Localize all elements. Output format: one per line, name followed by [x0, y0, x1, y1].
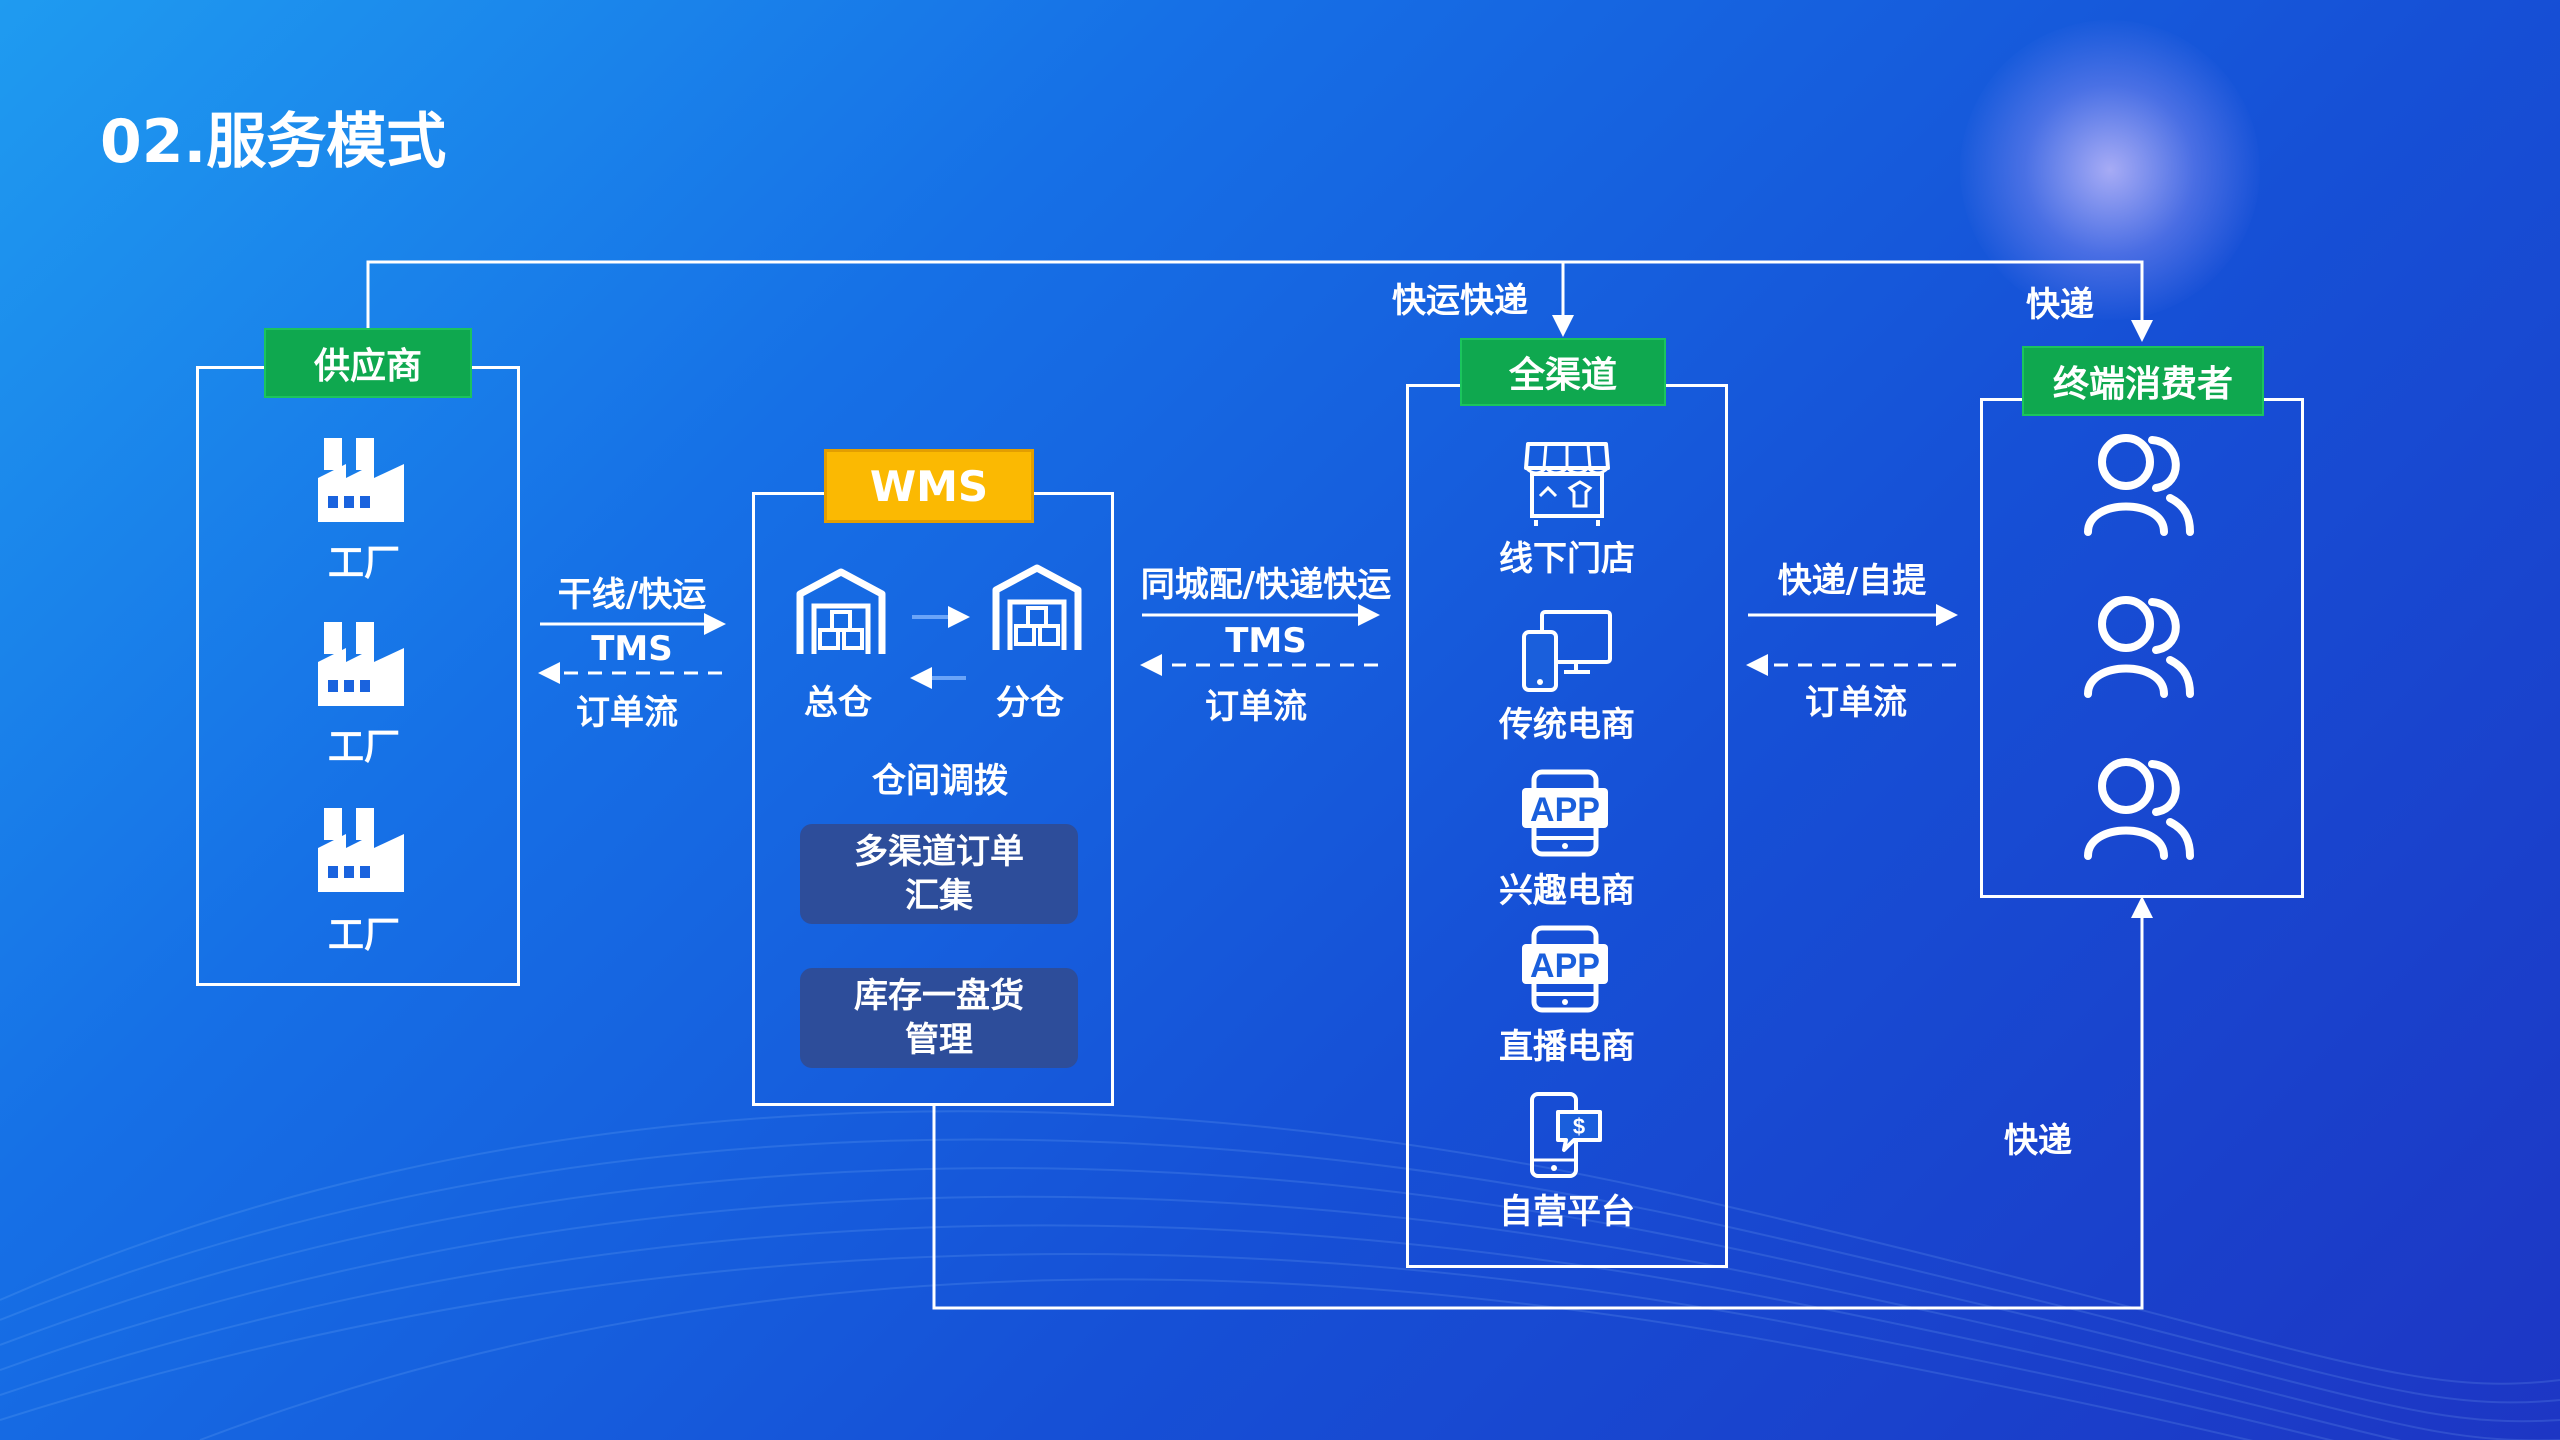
consumer-label: 终端消费者 — [2022, 346, 2264, 416]
express-label-bottom: 快递 — [2004, 1121, 2072, 1161]
trunk-express-label: 干线/快运 — [557, 575, 707, 615]
warehouse-icon — [992, 564, 1082, 650]
city-delivery-label: 同城配/快递快运 — [1140, 565, 1392, 605]
phone-pay-icon: $ — [1530, 1092, 1602, 1178]
factory-icon — [318, 438, 404, 522]
order-flow-label: 订单流 — [1805, 683, 1907, 723]
factory-icon — [318, 622, 404, 706]
order-flow-label: 订单流 — [576, 693, 678, 733]
express-label-top: 快递 — [2026, 285, 2094, 325]
page-title: 02.服务模式 — [100, 107, 447, 177]
main-warehouse-label: 总仓 — [804, 683, 872, 723]
channel-item-label: 直播电商 — [1499, 1027, 1635, 1067]
svg-text:$: $ — [1573, 1114, 1585, 1139]
inventory-management-pill: 库存一盘货 管理 — [800, 968, 1078, 1068]
background-glow — [1960, 20, 2260, 320]
channel-item-label: 线下门店 — [1499, 539, 1635, 579]
channel-item-label: 自营平台 — [1499, 1192, 1635, 1232]
pill-line2: 管理 — [905, 1020, 973, 1060]
warehouse-icon — [796, 568, 886, 654]
factory-label: 工厂 — [328, 915, 401, 956]
wms-label: WMS — [824, 449, 1034, 523]
channel-item-label: 兴趣电商 — [1499, 871, 1635, 911]
pill-line1: 库存一盘货 — [854, 976, 1024, 1016]
users-icon — [2084, 434, 2194, 536]
factory-icon — [318, 808, 404, 892]
tms-label: TMS — [591, 629, 673, 669]
tms-label: TMS — [1225, 621, 1307, 661]
supplier-label: 供应商 — [264, 328, 472, 398]
channel-label: 全渠道 — [1460, 338, 1666, 406]
devices-icon — [1522, 610, 1612, 692]
channel-item-label: 传统电商 — [1499, 705, 1635, 745]
app-icon: APP — [1522, 769, 1608, 857]
pill-line1: 多渠道订单 — [854, 832, 1024, 872]
transfer-label: 仓间调拨 — [872, 761, 1008, 801]
users-icon — [2084, 596, 2194, 698]
factory-label: 工厂 — [328, 727, 401, 768]
app-icon-text: APP — [1530, 791, 1600, 829]
app-icon: APP — [1522, 925, 1608, 1013]
multichannel-order-pill: 多渠道订单 汇集 — [800, 824, 1078, 924]
store-icon — [1524, 442, 1610, 526]
branch-warehouse-label: 分仓 — [996, 683, 1064, 723]
factory-label: 工厂 — [328, 543, 401, 584]
order-flow-label: 订单流 — [1205, 687, 1307, 727]
pill-line2: 汇集 — [905, 876, 973, 916]
app-icon-text: APP — [1530, 947, 1600, 985]
express-pickup-label: 快递/自提 — [1777, 561, 1927, 601]
users-icon — [2084, 758, 2194, 860]
express-freight-label: 快运快递 — [1392, 281, 1528, 321]
